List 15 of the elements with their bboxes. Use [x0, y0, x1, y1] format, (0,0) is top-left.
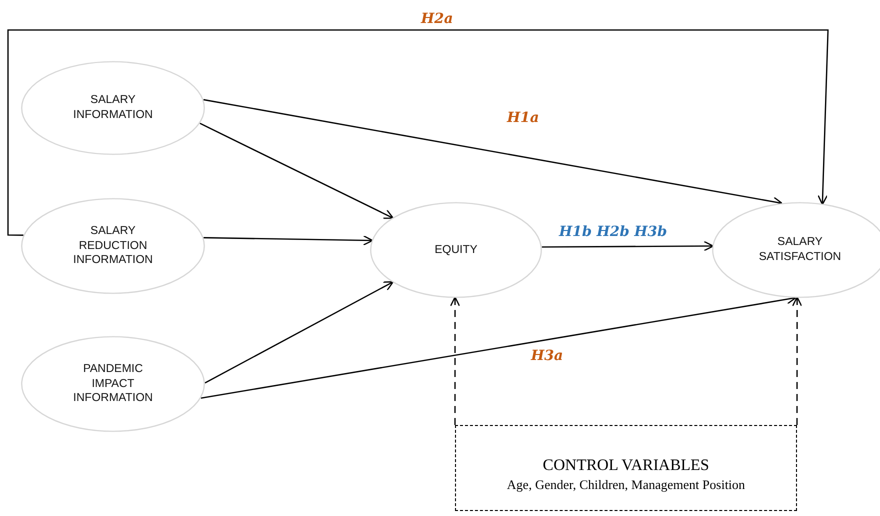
arrow: [450, 296, 460, 425]
node-label: EQUITY: [434, 242, 478, 258]
node-label: SALARY INFORMATION: [72, 93, 154, 123]
arrow: [542, 240, 714, 252]
box-text: Age, Gender, Children, Management Position: [506, 476, 746, 494]
arrow: [7, 29, 829, 236]
node-label: SALARY REDUCTION INFORMATION: [72, 224, 154, 268]
node-label: SALARY SATISFACTION: [758, 235, 842, 265]
arrow: [200, 122, 394, 219]
dashed-box: [455, 425, 797, 511]
node-label: PANDEMIC IMPACT INFORMATION: [72, 362, 154, 406]
box-heading: CONTROL VARIABLES: [542, 456, 710, 476]
arrow: [792, 296, 802, 425]
arrow: [204, 281, 394, 384]
arrow: [204, 235, 374, 246]
